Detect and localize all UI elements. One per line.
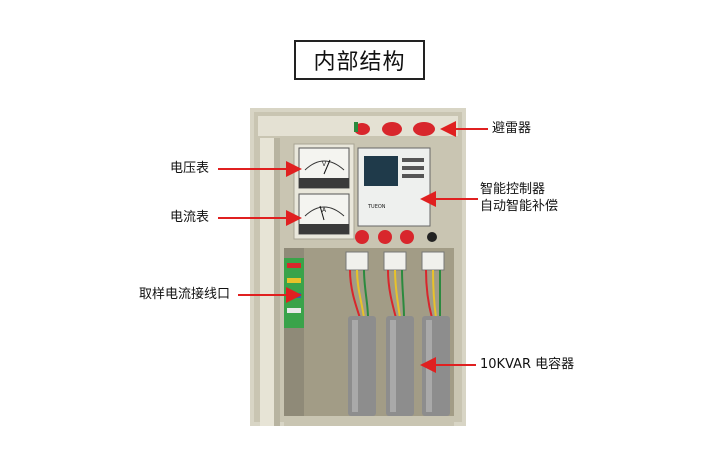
smart-controller: TUEON — [357, 147, 431, 227]
label-ammeter: 电流表 — [170, 210, 210, 225]
svg-text:V: V — [322, 161, 327, 168]
label-surge-arrester: 避雷器 — [492, 121, 532, 136]
indicator-lamps — [355, 230, 437, 244]
label-controller-line1: 智能控制器 — [480, 182, 546, 197]
sampling-terminal-block — [284, 258, 304, 328]
capacitors — [348, 316, 450, 416]
cabinet-photo: V A TUEON — [250, 108, 466, 426]
wires — [349, 269, 441, 319]
label-sampling-terminal: 取样电流接线口 — [139, 287, 231, 302]
page-title: 内部结构 — [294, 40, 425, 80]
surge-arrester-group — [354, 122, 435, 136]
svg-text:TUEON: TUEON — [367, 204, 386, 210]
voltmeter: V — [298, 147, 350, 189]
svg-text:A: A — [322, 207, 327, 214]
label-voltmeter: 电压表 — [170, 161, 210, 176]
label-controller-line2: 自动智能补偿 — [480, 199, 559, 214]
contactors — [345, 251, 445, 271]
label-capacitor: 10KVAR 电容器 — [480, 357, 575, 372]
ammeter: A — [298, 193, 350, 235]
